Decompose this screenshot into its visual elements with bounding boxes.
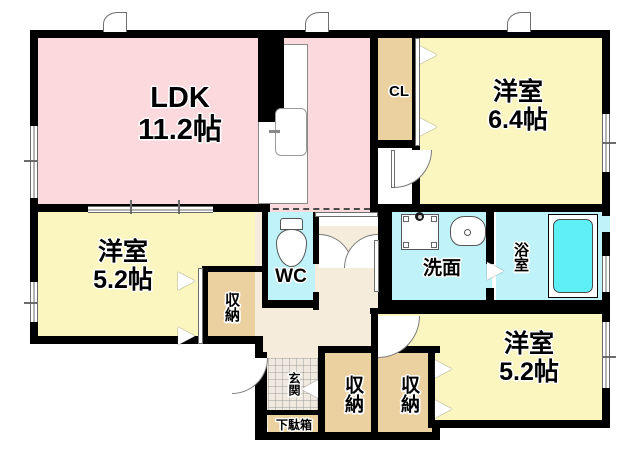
balcony-door-swing-ne-room [507, 12, 531, 32]
folding-door-cl-top[interactable] [420, 46, 437, 64]
storage-middle [322, 352, 378, 440]
wall-se-room-north [370, 308, 610, 314]
wall-wc-east-upper [313, 212, 319, 264]
folding-door-storage-right-top[interactable] [435, 360, 452, 378]
wall-storage-divider [371, 346, 378, 440]
room-yoshitsu-northeast [420, 36, 610, 212]
window-tick-2 [24, 302, 38, 304]
wall-right-upper [602, 30, 610, 118]
vanity-basin-icon [450, 216, 486, 246]
wall-genkan-inner-west [262, 352, 267, 440]
sliding-door-bathroom[interactable] [487, 262, 504, 280]
wall-right-lower [602, 384, 610, 428]
wall-left-mid [30, 195, 38, 285]
wall-wc-south [262, 300, 319, 308]
counter-edge [212, 208, 370, 210]
wall-storage-mid-west [318, 346, 325, 440]
wall-storage-right-east [428, 346, 435, 428]
wm-corner-br [431, 242, 437, 248]
bathtub-icon [553, 219, 593, 293]
wall-ldk-east [370, 36, 378, 212]
folding-door-storage-right-bottom[interactable] [435, 400, 452, 418]
wall-bath-west-lower [486, 288, 494, 308]
wall-top [30, 30, 610, 38]
wall-bottom-mid [255, 432, 440, 440]
window-bathroom-east [602, 256, 610, 292]
window-tick-5 [130, 200, 132, 214]
wall-genkan-left [255, 336, 263, 440]
window-ldk-west [30, 126, 38, 198]
kitchen-faucet-icon [269, 130, 280, 133]
folding-door-storage-middle[interactable] [301, 380, 318, 398]
sliding-door-storage-left-top[interactable] [178, 272, 195, 290]
wall-right-mid1 [602, 168, 610, 216]
wall-bottom-step [432, 420, 440, 440]
wm-drain-icon [415, 212, 424, 221]
room-ldk [30, 36, 370, 212]
sliding-door-storage-left-bottom[interactable] [178, 327, 195, 345]
window-tick-3 [602, 142, 616, 144]
balcony-door-swing-kitchen [305, 12, 329, 32]
wall-wc-west [262, 212, 268, 308]
door-leaf-ne-room[interactable] [391, 150, 395, 188]
wall-bottom-right [432, 420, 610, 428]
wall-bath-south [486, 300, 610, 308]
storage-left [206, 270, 255, 344]
vanity-drain-icon [464, 229, 471, 236]
balcony-door-swing-ldk [103, 12, 127, 32]
wall-right-mid2 [602, 232, 610, 262]
storage-right [378, 352, 434, 440]
wall-hall-east-lower [371, 308, 378, 352]
window-se-room-east [602, 322, 610, 388]
ldk-hall-threshold [315, 212, 378, 217]
wm-corner-tl [403, 216, 409, 222]
wall-hall-north [370, 204, 478, 212]
wall-storage-left-west [202, 266, 208, 344]
wall-washroom-south [378, 300, 492, 308]
washroom-door[interactable] [374, 240, 379, 292]
wall-cl-south [370, 140, 420, 148]
cl-door-track[interactable] [415, 38, 420, 146]
wall-left-upper [30, 30, 38, 128]
wall-left-lower [30, 318, 38, 344]
window-tick-1 [24, 160, 38, 162]
wall-getabako-top [262, 410, 320, 415]
storage-left-door-track[interactable] [198, 268, 203, 344]
window-tick-6 [178, 200, 180, 214]
folding-door-cl-bottom[interactable] [420, 118, 437, 136]
wm-corner-tr [431, 216, 437, 222]
window-ldk-south [88, 206, 213, 213]
wall-storage-left-north [202, 266, 263, 272]
window-tick-4 [602, 356, 616, 358]
wall-washroom-west [378, 212, 392, 308]
wall-bath-west-upper [486, 212, 494, 264]
toilet-bowl-icon [276, 229, 307, 267]
wall-bath-north [478, 204, 610, 212]
kitchen-wall-stub [258, 36, 284, 122]
wm-corner-bl [403, 242, 409, 248]
wall-bottom-left [30, 336, 263, 344]
